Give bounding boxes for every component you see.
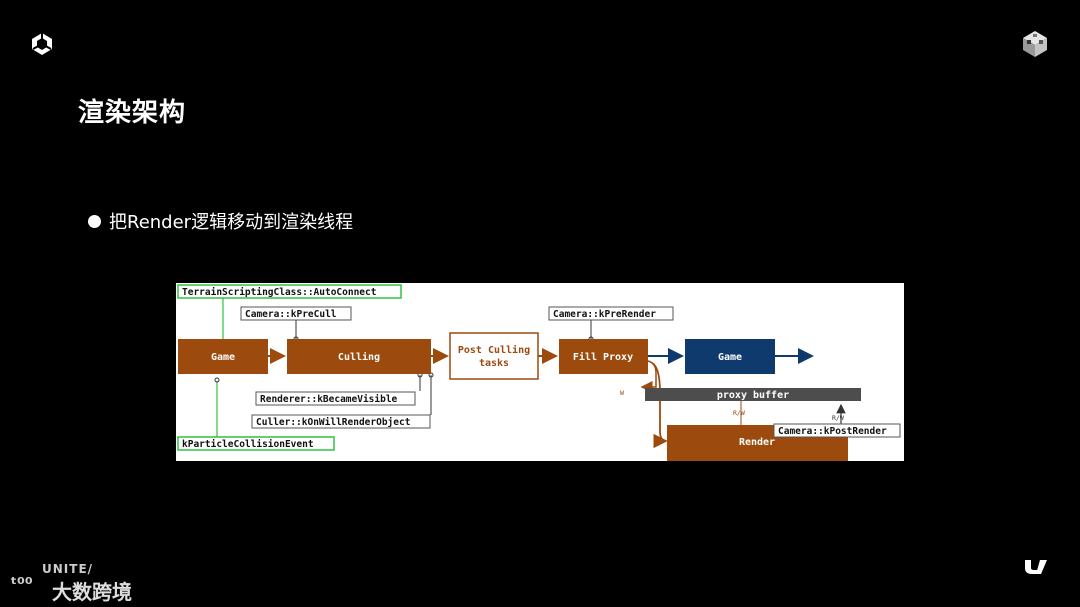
particle-connector-dot — [214, 377, 220, 383]
callout-terrain-box — [177, 284, 402, 299]
bullet-item: 把Render逻辑移动到渲染线程 — [88, 208, 353, 234]
node-render-label: Render — [739, 437, 775, 448]
callout-will-render-box — [251, 414, 431, 429]
edge-label-w: W — [620, 389, 624, 397]
callout-precull: Camera::kPreCull — [245, 309, 337, 320]
unity-cube-icon — [1023, 31, 1047, 57]
bullet-dot-icon — [88, 214, 101, 228]
node-proxy-buffer — [645, 388, 861, 401]
node-game-output — [685, 339, 775, 374]
node-post-culling — [449, 332, 539, 380]
edge-label-rw-postrender: R/W — [832, 414, 844, 422]
edge-label-rw-render: R/W — [733, 409, 745, 417]
render-architecture-diagram: Game Culling Post Culling tasks Fill Pro… — [176, 283, 904, 461]
unity-logo-icon — [32, 33, 52, 55]
slide-title: 渲染架构 — [78, 98, 187, 128]
callout-will-render: Culler::kOnWillRenderObject — [256, 417, 410, 428]
callout-became-visible: Renderer::kBecameVisible — [260, 394, 398, 405]
u-logo-icon — [1025, 560, 1047, 574]
callout-particle: kParticleCollisionEvent — [182, 439, 314, 450]
node-game-output-label: Game — [718, 352, 742, 363]
node-post-culling-line1: Post Culling — [458, 344, 530, 356]
callout-terrain: TerrainScriptingClass::AutoConnect — [182, 287, 376, 298]
callout-prerender-box — [548, 306, 674, 321]
callout-postrender-box — [773, 423, 901, 438]
arrow-fill-render — [651, 362, 668, 449]
callout-postrender: Camera::kPostRender — [778, 426, 887, 437]
callout-prerender: Camera::kPreRender — [553, 309, 656, 320]
node-fill-proxy-label: Fill Proxy — [573, 351, 633, 363]
callout-particle-box — [177, 436, 335, 451]
node-proxy-buffer-label: proxy buffer — [717, 390, 789, 401]
callout-became-visible-box — [255, 391, 416, 406]
brand-name: 大数跨境 — [52, 580, 132, 604]
node-fill-proxy — [559, 339, 648, 374]
brand-event: UNITE/ — [42, 562, 94, 576]
node-culling — [287, 339, 431, 374]
bullet-text: 把Render逻辑移动到渲染线程 — [109, 212, 354, 233]
node-post-culling-line2: tasks — [479, 358, 509, 369]
node-game — [178, 339, 268, 374]
callout-precull-box — [240, 306, 352, 321]
node-game-label: Game — [211, 352, 235, 363]
brand-mark-icon: ᵗ⁰⁰ — [10, 574, 33, 595]
node-culling-label: Culling — [338, 351, 380, 363]
